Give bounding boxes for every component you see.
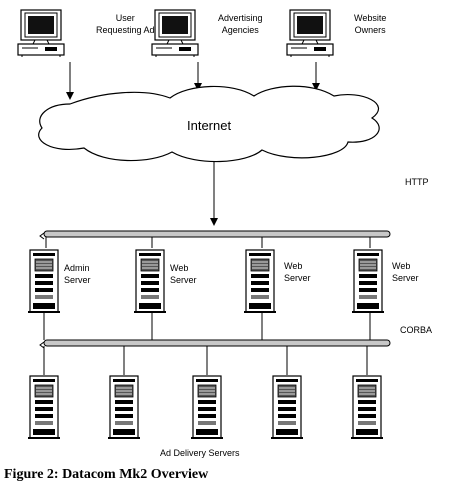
ad-delivery-server-4 [270, 375, 304, 439]
web-server-3 [351, 249, 385, 313]
ad-delivery-server-2 [107, 375, 141, 439]
client-computer-owners [286, 9, 334, 58]
ad-delivery-server-3 [190, 375, 224, 439]
server-label-web-1: Web Server [170, 263, 197, 285]
server-label-admin: Admin Server [64, 263, 91, 285]
client-label-owners: Website Owners [354, 13, 387, 35]
ad-delivery-servers-label: Ad Delivery Servers [160, 448, 240, 458]
http-network-bus [43, 230, 391, 238]
internet-label: Internet [187, 118, 232, 133]
client-computer-agencies [151, 9, 199, 58]
server-label-web-2: Web Server [284, 261, 311, 283]
ad-delivery-server-5 [350, 375, 384, 439]
client-label-user: User Requesting Ad [96, 13, 155, 35]
admin-server [27, 249, 61, 313]
corba-network-bus [43, 339, 391, 347]
client-computer-user [17, 9, 65, 58]
web-server-2 [243, 249, 277, 313]
client-label-agencies: Advertising Agencies [218, 13, 263, 35]
ad-delivery-server-1 [27, 375, 61, 439]
internet-cloud [38, 85, 380, 163]
figure-caption: Figure 2: Datacom Mk2 Overview [4, 467, 209, 482]
corba-label: CORBA [400, 325, 433, 335]
http-label: HTTP [405, 177, 429, 187]
web-server-1 [133, 249, 167, 313]
server-label-web-3: Web Server [392, 261, 419, 283]
